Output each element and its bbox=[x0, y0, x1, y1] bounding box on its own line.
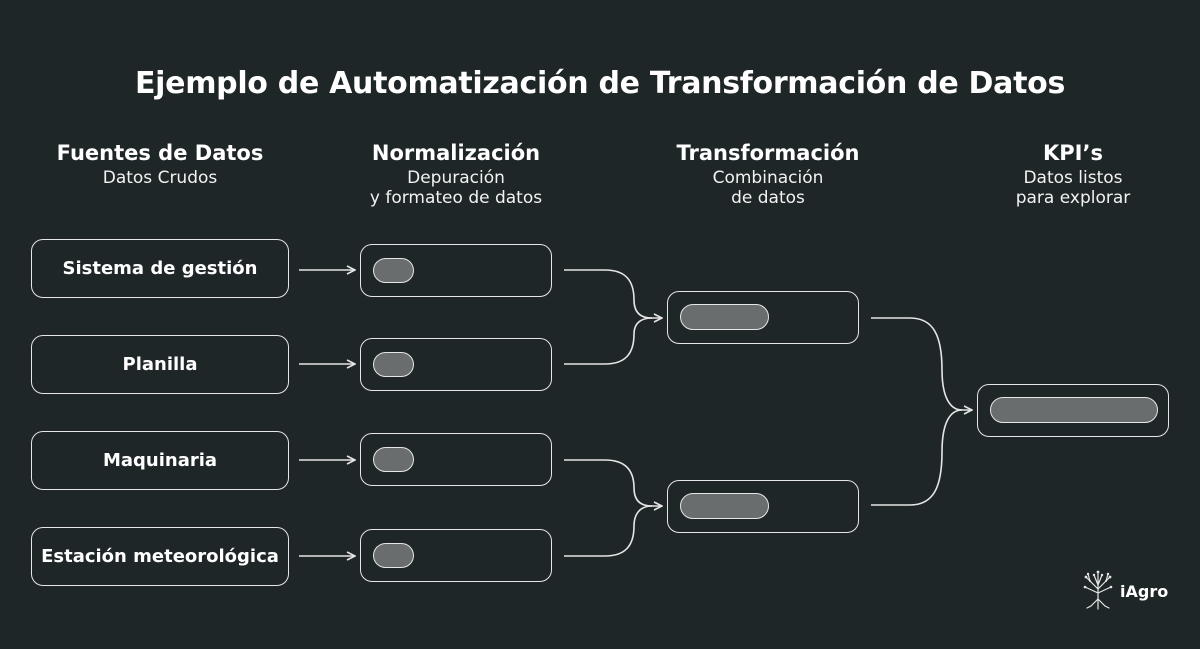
normalization-box bbox=[360, 244, 552, 297]
merge-connector-kpi-a bbox=[871, 317, 972, 410]
col-head-sources: Fuentes de Datos Datos Crudos bbox=[20, 140, 300, 188]
data-pill bbox=[680, 493, 769, 519]
transformation-box bbox=[667, 480, 859, 533]
data-pill bbox=[373, 543, 414, 568]
merge-connector-bottom-a bbox=[564, 459, 662, 506]
normalization-box bbox=[360, 338, 552, 391]
diagram-title: Ejemplo de Automatización de Transformac… bbox=[134, 66, 1066, 101]
col-head-kpis: KPI’s Datos listos para explorar bbox=[933, 140, 1200, 208]
col-sub-line: Depuración bbox=[407, 168, 505, 188]
data-pill bbox=[373, 447, 414, 472]
merge-connector-top-a bbox=[564, 269, 662, 318]
logo-text: iAgro bbox=[1120, 581, 1169, 601]
col-sub-line: y formateo de datos bbox=[369, 188, 543, 208]
col-head-transformation: Transformación Combinación de datos bbox=[628, 140, 908, 208]
merge-connector-kpi-b bbox=[871, 409, 963, 506]
data-pill bbox=[373, 258, 414, 283]
col-sub-line: Combinación bbox=[712, 168, 824, 188]
merge-connector-bottom-b bbox=[564, 505, 653, 557]
normalization-box bbox=[360, 529, 552, 582]
source-box-estacion-meteorologica: Estación meteorológica bbox=[31, 527, 289, 586]
data-pill bbox=[680, 304, 769, 330]
col-sub-line: Datos Crudos bbox=[102, 168, 218, 188]
tree-icon bbox=[1083, 570, 1113, 610]
kpi-box bbox=[977, 384, 1169, 437]
col-heading: Normalización bbox=[371, 141, 541, 165]
source-box-maquinaria: Maquinaria bbox=[31, 431, 289, 490]
data-pill bbox=[373, 352, 414, 377]
source-box-planilla: Planilla bbox=[31, 335, 289, 394]
iagro-logo: iAgro bbox=[1080, 569, 1168, 613]
col-heading: KPI’s bbox=[1043, 141, 1103, 165]
normalization-box bbox=[360, 433, 552, 486]
transformation-box bbox=[667, 291, 859, 344]
col-head-normalization: Normalización Depuración y formateo de d… bbox=[316, 140, 596, 208]
merge-connector-top-b bbox=[564, 317, 653, 365]
col-sub-line: de datos bbox=[731, 188, 805, 208]
col-sub-line: para explorar bbox=[1015, 188, 1131, 208]
col-heading: Transformación bbox=[676, 141, 860, 165]
source-box-sistema-de-gestion: Sistema de gestión bbox=[31, 239, 289, 298]
col-heading: Fuentes de Datos bbox=[56, 141, 264, 165]
col-sub-line: Datos listos bbox=[1023, 168, 1123, 188]
data-pill bbox=[990, 397, 1158, 423]
